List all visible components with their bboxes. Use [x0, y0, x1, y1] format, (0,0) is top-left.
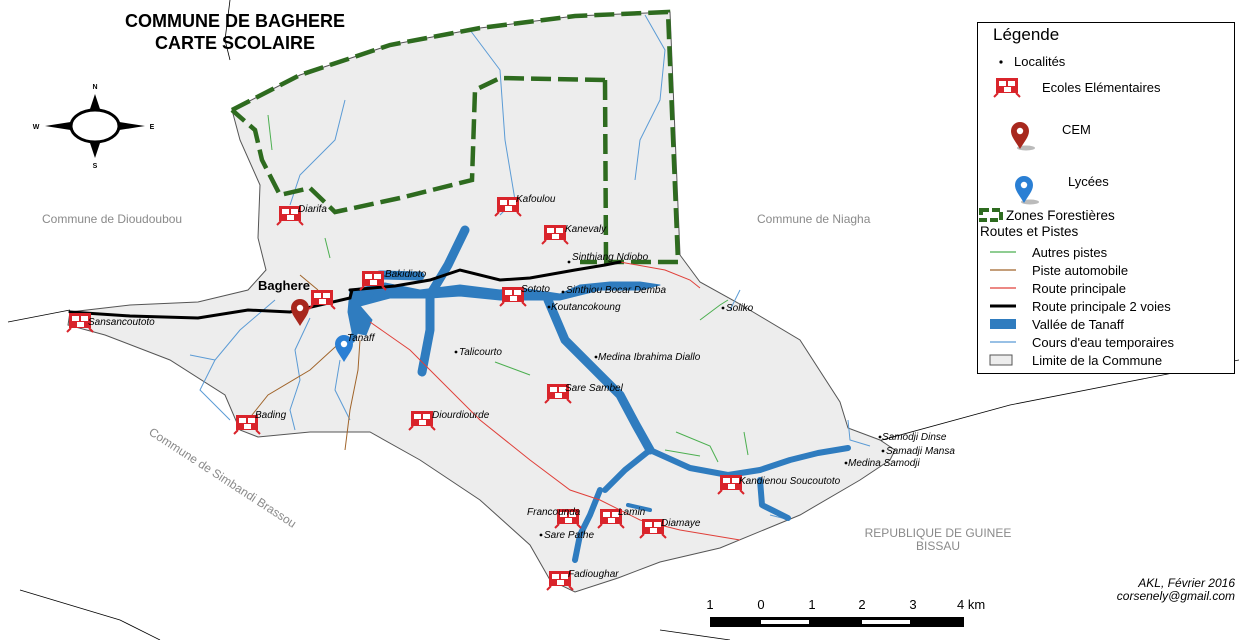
label-tanaff: Tanaff	[347, 333, 376, 344]
credit-line1: AKL, Février 2016	[1138, 576, 1235, 590]
label-sinthiou-bocar-demba: Sinthiou Bocar Demba	[566, 285, 666, 296]
legend-limite: Limite de la Commune	[1032, 353, 1163, 368]
label-sansancoutoto: Sansancoutoto	[88, 317, 155, 328]
commune-boundary	[67, 11, 896, 593]
label-diamaye: Diamaye	[661, 518, 701, 529]
locality-labels: Diarifa Kafoulou Kanevaly Sinthiang Ndio…	[88, 194, 955, 580]
label-koutancokoung: Koutancokoung	[551, 302, 621, 313]
region-dioudoubou: Commune de Dioudoubou	[42, 212, 182, 226]
legend-routes-pistes: Routes et Pistes	[980, 224, 1079, 239]
locality-dot-icon	[999, 60, 1003, 64]
legend-lycees: Lycées	[1068, 174, 1109, 189]
legend: Légende Localités Ecoles Elémentaires CE…	[977, 22, 1235, 374]
label-francounda: Francounda	[527, 507, 581, 518]
forest-zone-icon	[979, 208, 1003, 222]
legend-route-principale: Route principale	[1032, 281, 1126, 296]
capital-label: Baghere	[258, 278, 310, 293]
compass-e: E	[150, 124, 155, 131]
scale-label: 0	[757, 597, 764, 612]
map-title-line2: CARTE SCOLAIRE	[154, 33, 315, 53]
label-bading: Bading	[255, 410, 287, 421]
legend-zones: Zones Forestières	[1006, 208, 1115, 223]
school-icon	[993, 78, 1021, 98]
scale-label: 3	[909, 597, 916, 612]
boundary-icon	[989, 354, 1013, 366]
scale-label: 1	[808, 597, 815, 612]
cem-pin-icon	[1011, 122, 1035, 151]
legend-localites: Localités	[1014, 54, 1066, 69]
label-samadji-mansa: Samadji Mansa	[886, 446, 955, 457]
other-tracks	[267, 114, 749, 463]
label-sare-sambel: Sare Sambel	[565, 383, 624, 394]
automobile-tracks	[239, 274, 361, 451]
tanaff-valley	[347, 225, 851, 563]
label-soliko: Soliko	[726, 303, 754, 314]
stream-icon	[990, 341, 1016, 343]
main-road-2-icon	[990, 304, 1016, 308]
region-niagha: Commune de Niagha	[757, 212, 871, 226]
label-medina-samodji: Medina Samodji	[848, 458, 920, 469]
main-road-2-lanes	[68, 260, 622, 320]
scale-bar: 1 0 1 2 3 4 km	[706, 597, 985, 627]
label-bakidioto: Bakidioto	[385, 269, 427, 280]
region-simbandi: Commune de Simbandi Brassou	[146, 425, 299, 531]
credit-line2: corsenely@gmail.com	[1116, 589, 1235, 603]
label-sinthiang-ndiobo: Sinthiang Ndiobo	[572, 252, 649, 263]
legend-cours-eau: Cours d'eau temporaires	[1032, 335, 1174, 350]
compass-w: W	[33, 124, 40, 131]
scale-label: 4 km	[957, 597, 985, 612]
compass-s: S	[93, 163, 98, 170]
legend-vallee: Vallée de Tanaff	[1032, 317, 1124, 332]
legend-route-2voies: Route principale 2 voies	[1032, 299, 1171, 314]
legend-title: Légende	[993, 25, 1060, 44]
region-guinee-1: REPUBLIQUE DE GUINEE	[865, 526, 1012, 540]
label-samodji-dinse: Samodji Dinse	[882, 432, 947, 443]
map-title: COMMUNE DE BAGHERE CARTE SCOLAIRE	[80, 10, 390, 54]
region-guinee-2: BISSAU	[916, 539, 960, 553]
label-diarifa: Diarifa	[298, 204, 327, 215]
forest-zone-right	[602, 79, 609, 261]
label-fadioughar: Fadioughar	[568, 569, 619, 580]
main-road-icon	[990, 287, 1016, 289]
label-diourdiourde: Diourdiourde	[432, 410, 490, 421]
legend-piste-auto: Piste automobile	[1032, 263, 1129, 278]
legend-cem: CEM	[1062, 122, 1091, 137]
auto-track-icon	[990, 269, 1016, 271]
label-lamin: Lamin	[618, 507, 646, 518]
lycee-pin-icon	[1015, 176, 1039, 205]
label-sare-pathe: Sare Pathe	[544, 530, 594, 541]
legend-autres-pistes: Autres pistes	[1032, 245, 1108, 260]
compass-rose: N S W E	[33, 84, 155, 170]
other-track-icon	[990, 251, 1016, 253]
map-title-line1: COMMUNE DE BAGHERE	[124, 11, 345, 31]
scale-label: 2	[858, 597, 865, 612]
scale-label: 1	[706, 597, 713, 612]
compass-n: N	[92, 84, 97, 91]
valley-icon	[990, 319, 1016, 329]
label-medina-ibrahima-diallo: Medina Ibrahima Diallo	[598, 352, 701, 363]
label-kafoulou: Kafoulou	[516, 194, 556, 205]
legend-ecoles: Ecoles Elémentaires	[1042, 80, 1161, 95]
label-kandienou-soucoutoto: Kandienou Soucoutoto	[739, 476, 841, 487]
label-sototo: Sototo	[521, 284, 550, 295]
label-talicourto: Talicourto	[459, 347, 502, 358]
forest-zone	[230, 9, 681, 265]
credit: AKL, Février 2016 corsenely@gmail.com	[1035, 577, 1235, 603]
label-kanevaly: Kanevaly	[565, 224, 607, 235]
